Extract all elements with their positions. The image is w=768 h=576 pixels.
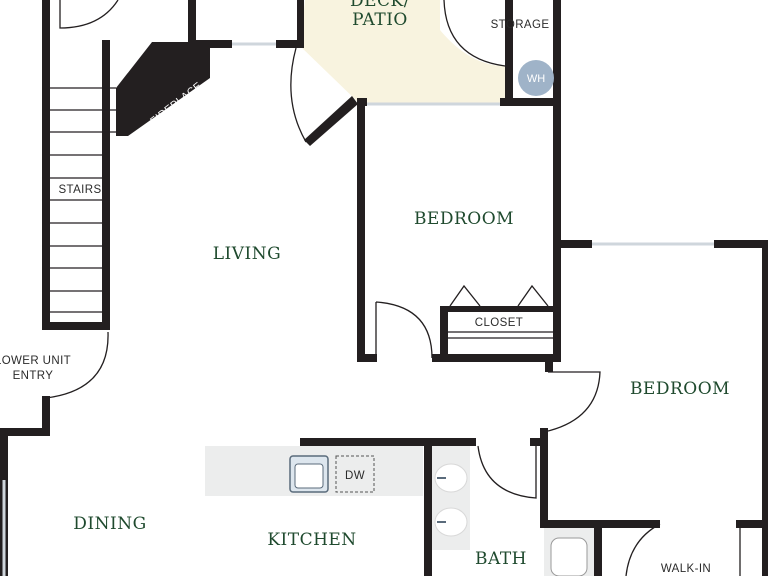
door-bath xyxy=(477,445,537,499)
dishwasher-label: DW xyxy=(345,470,365,482)
lower-unit-entry-label-2: ENTRY xyxy=(13,370,54,382)
deck-patio-label-2: PATIO xyxy=(352,10,408,30)
door-top-left xyxy=(59,0,119,29)
wall-bedroom1-west xyxy=(357,98,365,362)
bath-label: BATH xyxy=(475,549,527,569)
bedroom-1-label: BEDROOM xyxy=(414,209,514,229)
fireplace xyxy=(116,42,210,136)
water-heater xyxy=(518,60,554,96)
closet-label: CLOSET xyxy=(475,317,523,329)
deck-patio-area xyxy=(300,0,505,104)
door-walk-in xyxy=(625,523,661,576)
living-label: LIVING xyxy=(213,244,281,264)
stairs-label: STAIRS xyxy=(58,184,101,196)
kitchen-label: KITCHEN xyxy=(267,530,356,550)
stairs xyxy=(50,87,116,313)
deck-patio-label-1: DECK/ xyxy=(350,0,410,11)
lower-unit-entry-label-1: LOWER UNIT xyxy=(0,355,71,367)
bedroom-2-label: BEDROOM xyxy=(630,379,730,399)
dishwasher xyxy=(335,455,375,493)
door-bedroom1 xyxy=(375,301,433,360)
walk-in-label: WALK-IN xyxy=(661,563,711,575)
door-patio xyxy=(290,47,307,143)
dining-label: DINING xyxy=(73,514,146,534)
storage-label: STORAGE xyxy=(491,19,550,31)
door-bedroom2 xyxy=(543,371,601,433)
door-lower-entry xyxy=(45,331,109,399)
door-storage xyxy=(443,0,506,67)
wall-west-stairs xyxy=(42,0,50,330)
water-heater-label: WH xyxy=(527,73,545,85)
